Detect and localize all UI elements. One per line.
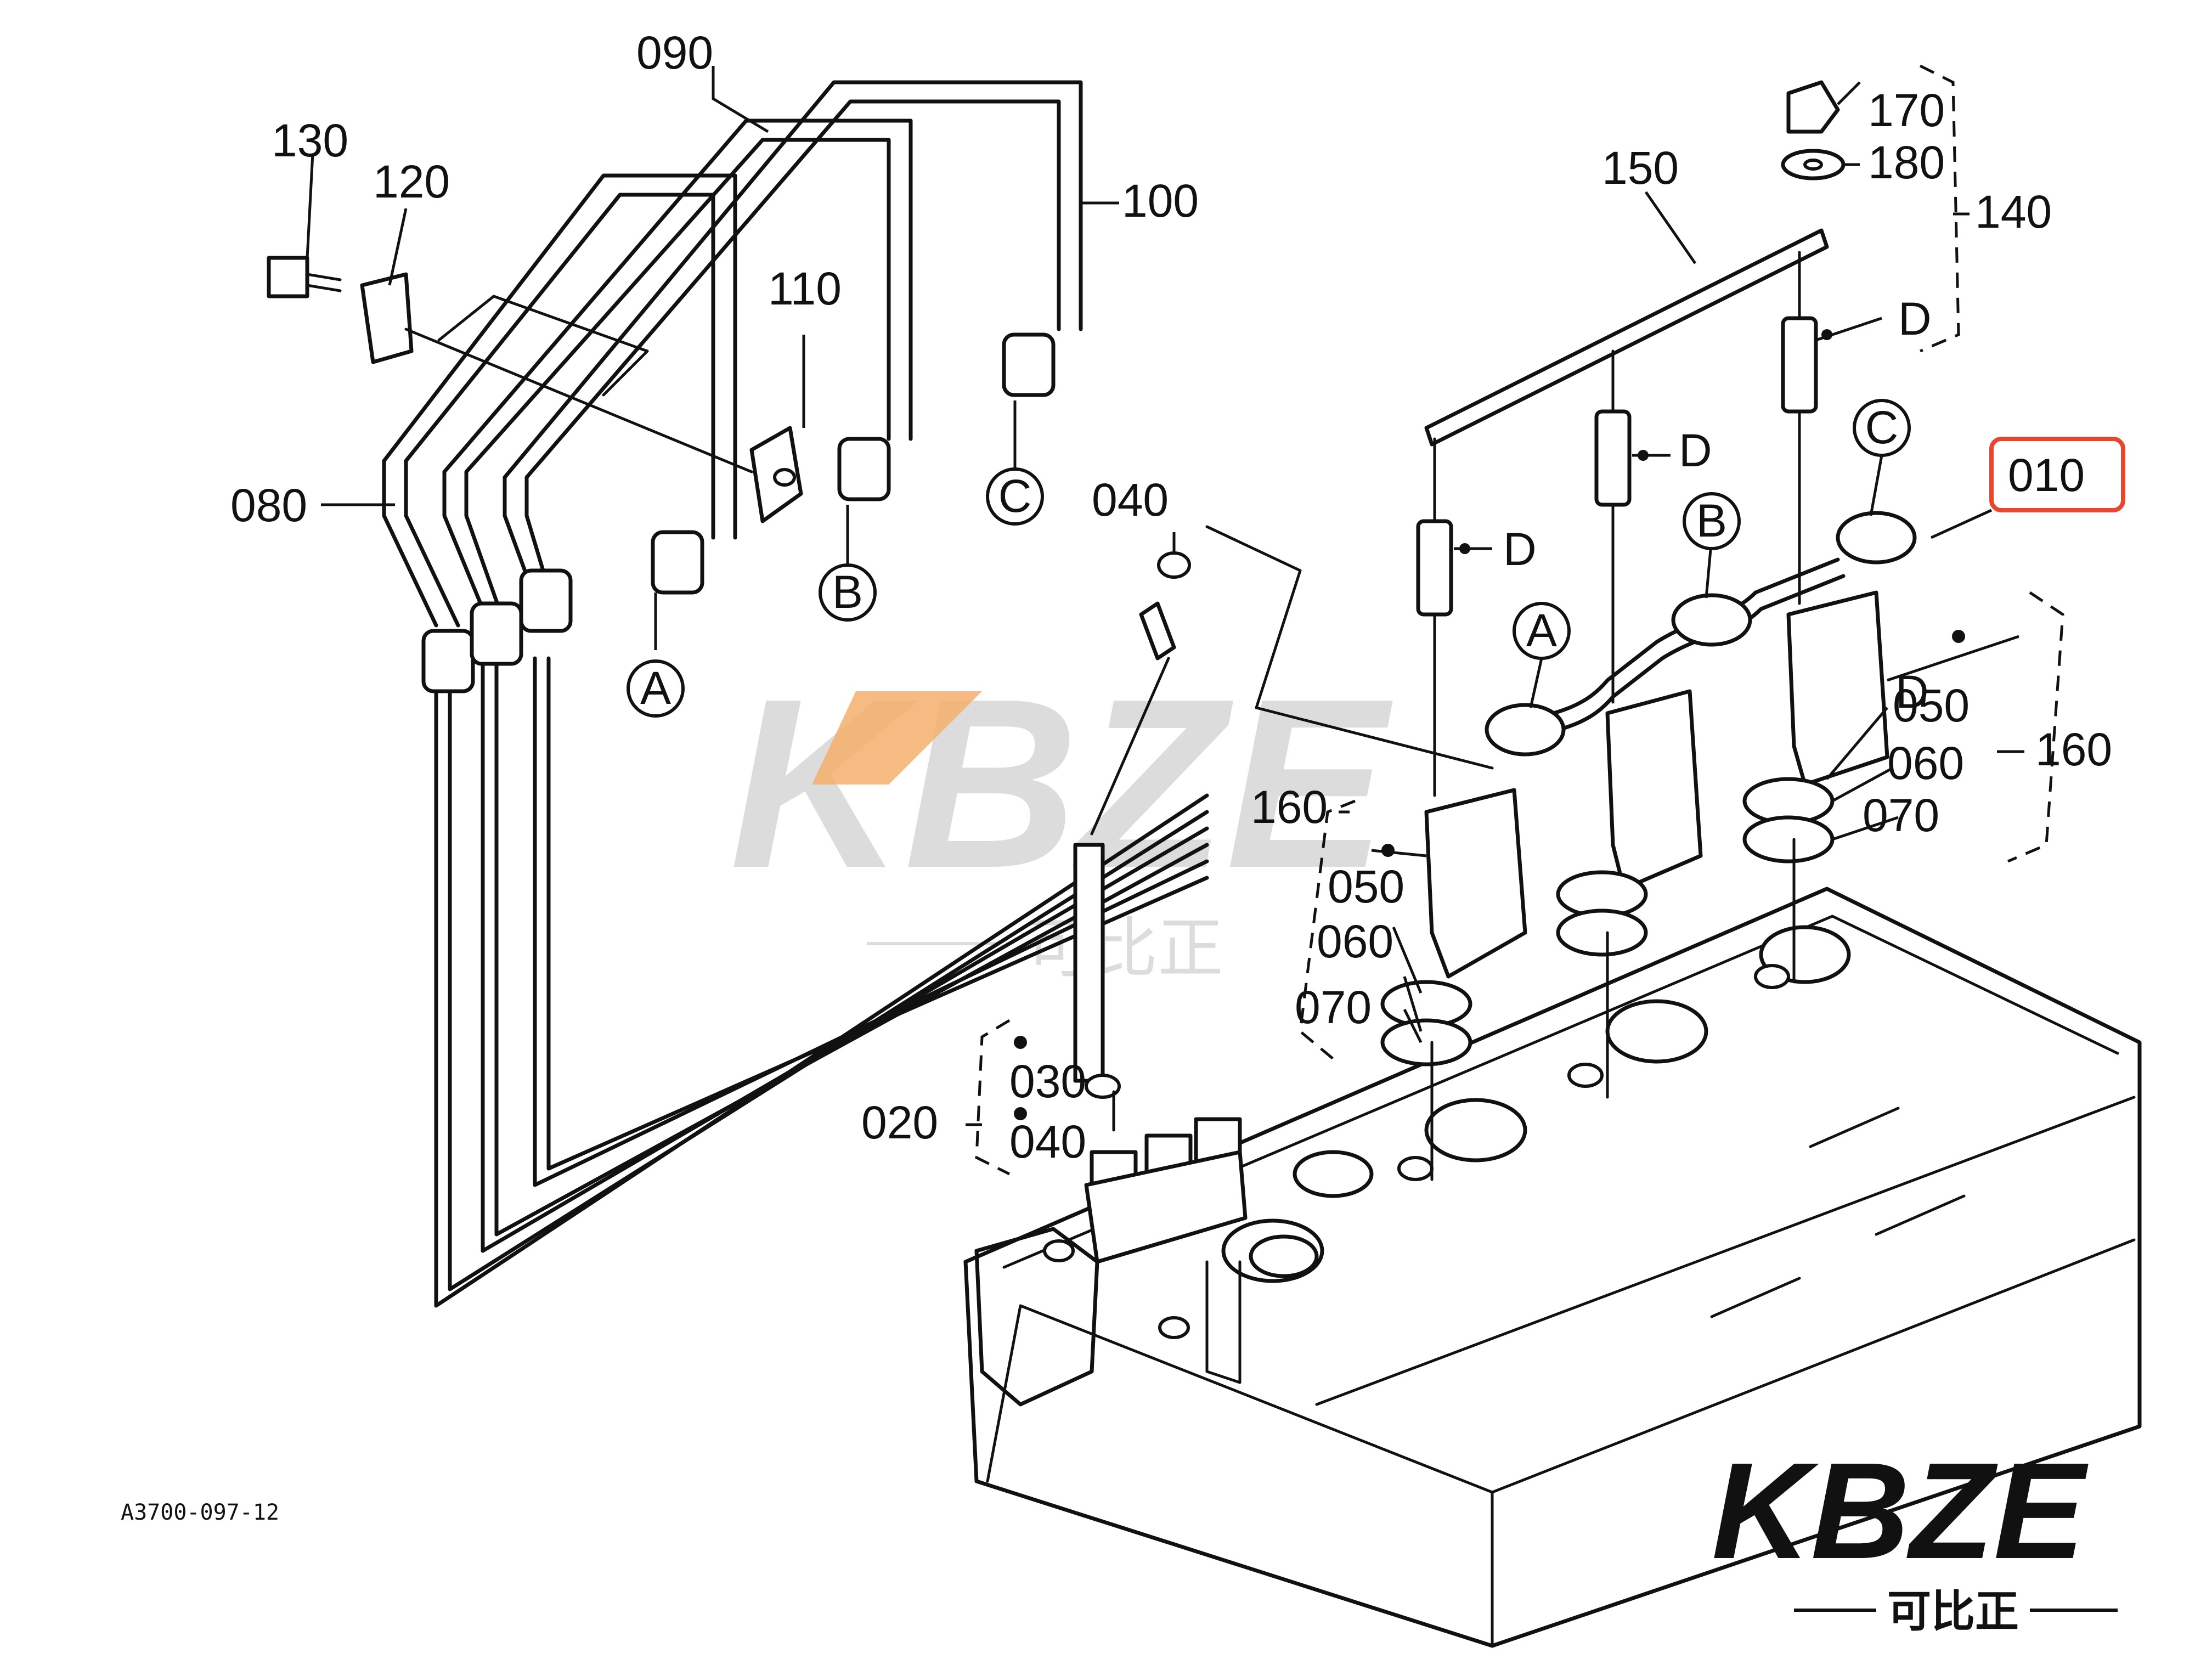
part-label-140: 140 (1975, 186, 2052, 238)
connector-b-pipe-label: B (832, 566, 863, 618)
connector-b-return-label: B (1696, 495, 1727, 546)
d-markers: D D D D (1503, 293, 1932, 718)
part-label-160-right: 160 (2035, 724, 2112, 775)
connector-c-return-label: C (1865, 402, 1899, 453)
connector-d1-label: D (1503, 523, 1537, 575)
clamp-and-bolt (267, 256, 803, 523)
part-label-050-left: 050 (1328, 861, 1404, 912)
connector-a-pipe-label: A (640, 662, 671, 714)
connector-a-pipe (627, 659, 685, 718)
part-label-170: 170 (1868, 84, 1945, 136)
part-label-120: 120 (373, 156, 450, 207)
part-label-070-right: 070 (1863, 789, 1939, 841)
part-label-090: 090 (636, 27, 713, 78)
connector-d4-label: D (1895, 666, 1929, 718)
part-label-080: 080 (230, 479, 307, 531)
injection-pump (974, 1117, 1248, 1407)
part-label-060-left: 060 (1317, 916, 1393, 967)
part-label-050-right: 050 (1893, 680, 1970, 731)
connector-c-pipe-label: C (998, 470, 1032, 522)
part-label-010: 010 (2008, 449, 2085, 501)
part-label-060-right: 060 (1887, 737, 1964, 789)
connector-d3-label: D (1898, 293, 1932, 345)
connector-a-return (1513, 602, 1571, 660)
connector-markers: A B C A B C (627, 399, 1911, 718)
leak-off-pipe (1485, 511, 1917, 757)
kbze-logo: KBZE 可比正 (1712, 1434, 2118, 1637)
drawing-reference: A3700-097-12 (121, 1500, 279, 1525)
connector-d2-label: D (1679, 425, 1712, 476)
connector-b-pipe (819, 563, 877, 622)
connector-c-return (1853, 399, 1911, 457)
connector-a-return-label: A (1526, 605, 1557, 656)
part-label-100: 100 (1122, 175, 1199, 227)
connector-c-pipe (986, 467, 1044, 526)
glow-plugs (1416, 80, 1846, 797)
logo-text: KBZE (1712, 1434, 2089, 1587)
leader-lines (306, 66, 2024, 1126)
overflow-hose (1073, 525, 1494, 1132)
part-label-150: 150 (1602, 142, 1679, 194)
part-label-160-left: 160 (1251, 781, 1328, 833)
part-label-130: 130 (272, 115, 348, 166)
part-label-030: 030 (1009, 1056, 1086, 1107)
part-label-020: 020 (861, 1097, 938, 1148)
injection-pipes (382, 80, 1209, 1308)
group-brackets (975, 64, 2064, 1176)
part-label-180: 180 (1868, 137, 1945, 188)
watermark-subtext: 可比正 (1026, 911, 1223, 987)
part-label-110: 110 (768, 263, 842, 314)
part-labels: 090 100 110 130 120 080 040 150 170 180 … (230, 27, 2112, 1167)
watermark-accent (812, 691, 982, 785)
nozzle-holders (1380, 590, 1889, 1181)
logo-subtext: 可比正 (1887, 1586, 2019, 1637)
part-label-070-left: 070 (1295, 981, 1372, 1033)
engine-block (963, 887, 2142, 1648)
part-label-040-top: 040 (1092, 474, 1169, 526)
part-label-040-bottom: 040 (1009, 1116, 1086, 1167)
connector-b-return (1683, 492, 1741, 550)
watermark: KBZE 可比正 (730, 649, 1396, 987)
part-010-highlight (1989, 437, 2125, 512)
